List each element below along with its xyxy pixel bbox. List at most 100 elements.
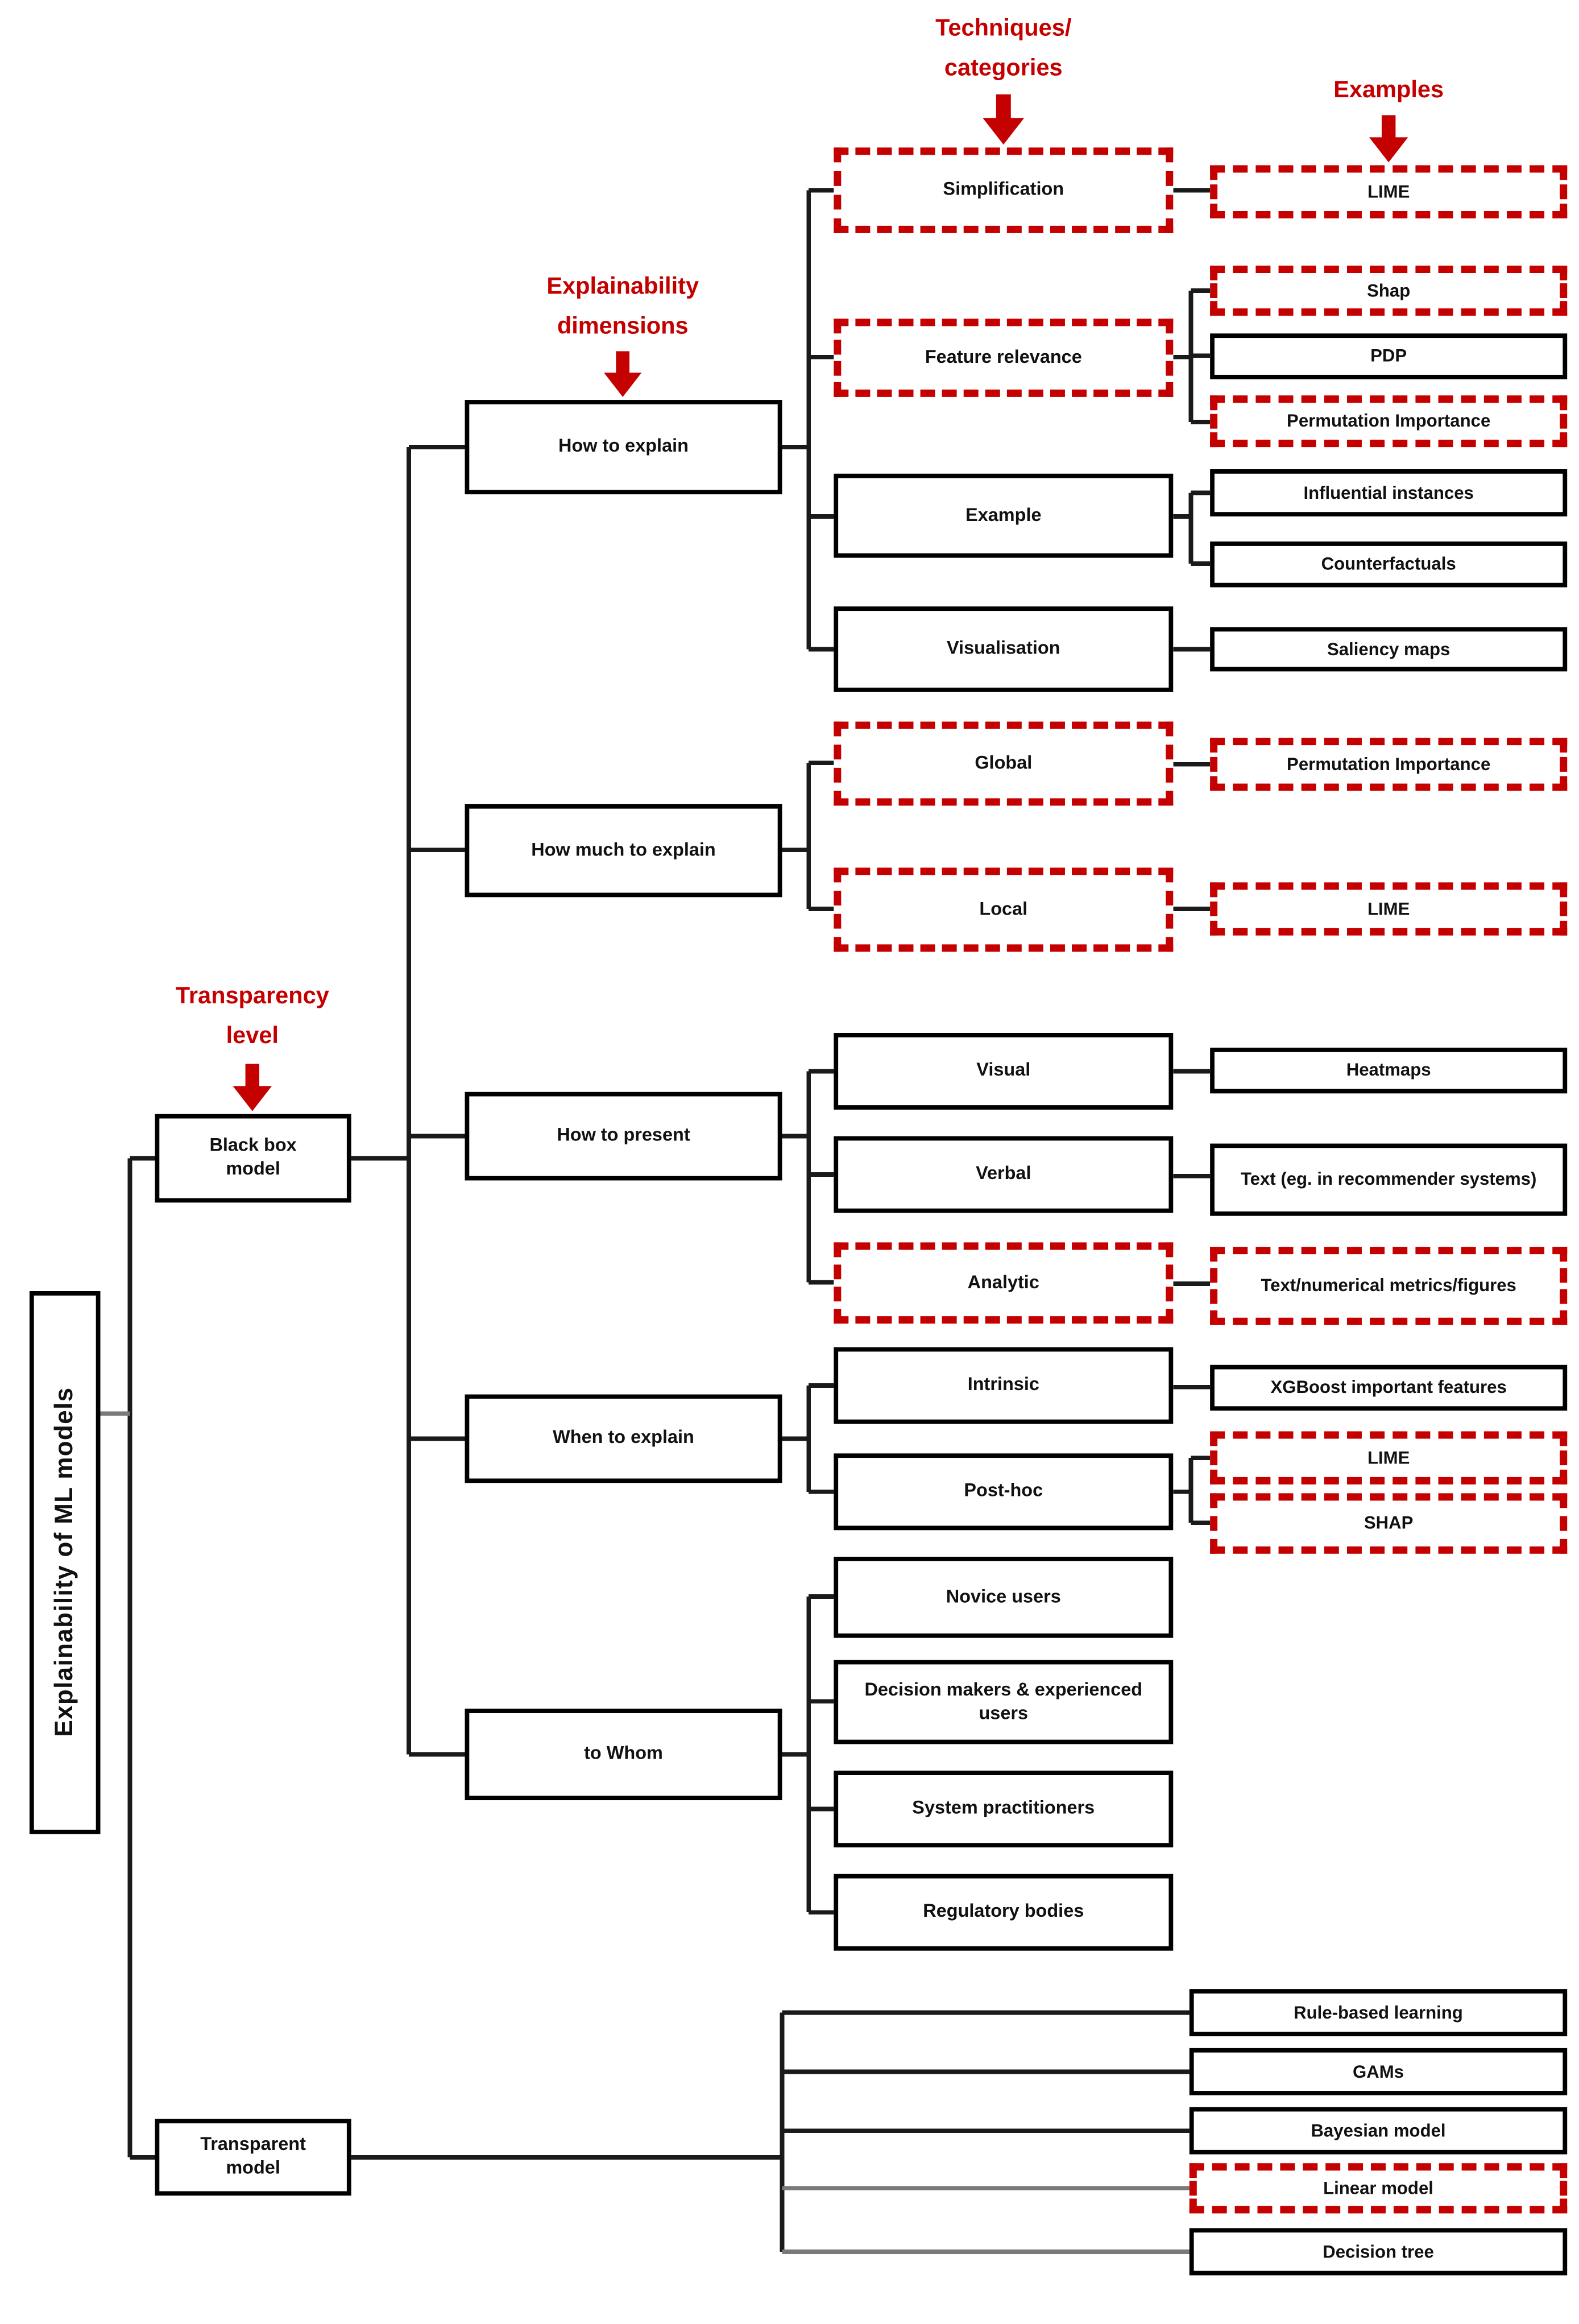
node-pdp: PDP xyxy=(1210,333,1568,379)
node-analytic: Analytic xyxy=(834,1242,1174,1324)
node-label: Transparent model xyxy=(200,2134,306,2178)
root-label: Explainability of ML models xyxy=(51,1387,79,1738)
node-xgboost-important-features: XGBoost important features xyxy=(1210,1364,1568,1411)
node-label: How much to explain xyxy=(531,839,716,860)
annotation-line: level xyxy=(226,1024,279,1049)
node-visualisation: Visualisation xyxy=(834,606,1174,692)
node-heatmaps: Heatmaps xyxy=(1210,1047,1568,1094)
node-label: to Whom xyxy=(584,1743,663,1764)
node-label: Text (eg. in recommender systems) xyxy=(1240,1168,1537,1190)
node-label: Intrinsic xyxy=(967,1374,1039,1395)
down-arrow-icon xyxy=(233,1064,272,1111)
node-influential-instances: Influential instances xyxy=(1210,469,1568,517)
node-how-to-present: How to present xyxy=(465,1091,782,1181)
node-how-to-explain: How to explain xyxy=(465,400,782,495)
node-label: Text/numerical metrics/figures xyxy=(1261,1275,1516,1296)
node-label: Shap xyxy=(1367,279,1411,300)
node-label: Linear model xyxy=(1323,2177,1433,2198)
annotation-examples: Examples xyxy=(1241,71,1536,111)
node-label: Permutation Importance xyxy=(1287,753,1491,774)
node-visual: Visual xyxy=(834,1033,1174,1110)
node-lime-posthoc: LIME xyxy=(1210,1431,1568,1484)
node-label: Saliency maps xyxy=(1327,638,1450,659)
node-global: Global xyxy=(834,721,1174,806)
annotation-line: categories xyxy=(944,56,1063,81)
node-gams: GAMs xyxy=(1189,2048,1568,2095)
node-regulatory-bodies: Regulatory bodies xyxy=(834,1874,1174,1951)
node-intrinsic: Intrinsic xyxy=(834,1347,1174,1424)
node-local: Local xyxy=(834,867,1174,952)
node-permutation-importance-feature: Permutation Importance xyxy=(1210,395,1568,448)
annotation-line: Examples xyxy=(1333,78,1444,104)
node-when-to-explain: When to explain xyxy=(465,1394,782,1483)
node-label: Heatmaps xyxy=(1346,1059,1431,1081)
node-permutation-importance-global: Permutation Importance xyxy=(1210,738,1568,791)
annotation-line: Explainability xyxy=(546,274,699,300)
node-label: Decision tree xyxy=(1323,2240,1434,2261)
node-label: Verbal xyxy=(976,1163,1031,1184)
node-text-numerical: Text/numerical metrics/figures xyxy=(1210,1247,1568,1325)
node-simplification: Simplification xyxy=(834,147,1174,233)
down-arrow-icon xyxy=(1369,115,1408,163)
node-label: When to explain xyxy=(553,1427,694,1448)
node-lime-simplification: LIME xyxy=(1210,165,1568,218)
node-decision-tree: Decision tree xyxy=(1189,2228,1568,2276)
node-label: Example xyxy=(965,504,1042,525)
node-label: SHAP xyxy=(1364,1512,1414,1533)
node-label: Counterfactuals xyxy=(1321,553,1456,574)
node-label: Influential instances xyxy=(1303,482,1474,503)
annotation-transparency-level: Transparency level xyxy=(105,977,400,1056)
node-shap-feature: Shap xyxy=(1210,265,1568,316)
node-label: Feature relevance xyxy=(925,346,1082,367)
node-saliency-maps: Saliency maps xyxy=(1210,627,1568,672)
node-label: System practitioners xyxy=(912,1797,1095,1818)
node-feature-relevance: Feature relevance xyxy=(834,319,1174,397)
node-bayesian-model: Bayesian model xyxy=(1189,2107,1568,2155)
node-black-box-model: Black box model xyxy=(155,1114,351,1203)
node-label: LIME xyxy=(1367,1446,1410,1468)
node-label: Permutation Importance xyxy=(1287,410,1491,431)
down-arrow-icon xyxy=(604,351,642,397)
annotation-explainability-dimensions: Explainability dimensions xyxy=(475,267,770,347)
node-counterfactuals: Counterfactuals xyxy=(1210,541,1568,588)
annotation-line: dimensions xyxy=(557,314,689,340)
annotation-line: Transparency xyxy=(175,984,329,1010)
node-label: LIME xyxy=(1367,180,1410,202)
node-text-recommender: Text (eg. in recommender systems) xyxy=(1210,1143,1568,1216)
node-label: Decision makers & experienced users xyxy=(864,1678,1143,1723)
node-label: How to present xyxy=(557,1124,690,1146)
node-how-much-to-explain: How much to explain xyxy=(465,804,782,898)
node-decision-makers: Decision makers & experienced users xyxy=(834,1660,1174,1744)
node-lime-local: LIME xyxy=(1210,882,1568,936)
node-label: Novice users xyxy=(946,1586,1061,1607)
node-label: Visual xyxy=(976,1060,1031,1081)
node-system-practitioners: System practitioners xyxy=(834,1771,1174,1848)
node-label: GAMs xyxy=(1352,2060,1404,2082)
node-shap-posthoc: SHAP xyxy=(1210,1493,1568,1554)
node-label: Global xyxy=(975,752,1033,773)
node-label: PDP xyxy=(1370,345,1407,366)
node-label: Analytic xyxy=(967,1271,1039,1292)
node-label: Simplification xyxy=(943,179,1064,200)
node-label: Visualisation xyxy=(947,638,1060,659)
node-label: Rule-based learning xyxy=(1294,2002,1463,2023)
node-root: Explainability of ML models xyxy=(29,1291,101,1834)
node-label: Regulatory bodies xyxy=(923,1900,1084,1922)
node-linear-model: Linear model xyxy=(1189,2163,1568,2214)
node-label: Bayesian model xyxy=(1311,2119,1446,2141)
node-to-whom: to Whom xyxy=(465,1709,782,1801)
node-example: Example xyxy=(834,473,1174,558)
node-label: Local xyxy=(979,898,1028,919)
node-label: Post-hoc xyxy=(964,1480,1043,1501)
node-post-hoc: Post-hoc xyxy=(834,1453,1174,1531)
node-label: XGBoost important features xyxy=(1270,1376,1507,1397)
node-transparent-model: Transparent model xyxy=(155,2119,351,2196)
annotation-line: Techniques/ xyxy=(935,16,1072,42)
annotation-techniques-categories: Techniques/ categories xyxy=(856,9,1151,89)
node-verbal: Verbal xyxy=(834,1136,1174,1213)
down-arrow-icon xyxy=(983,94,1025,145)
node-label: Black box model xyxy=(209,1135,297,1179)
node-novice-users: Novice users xyxy=(834,1556,1174,1638)
